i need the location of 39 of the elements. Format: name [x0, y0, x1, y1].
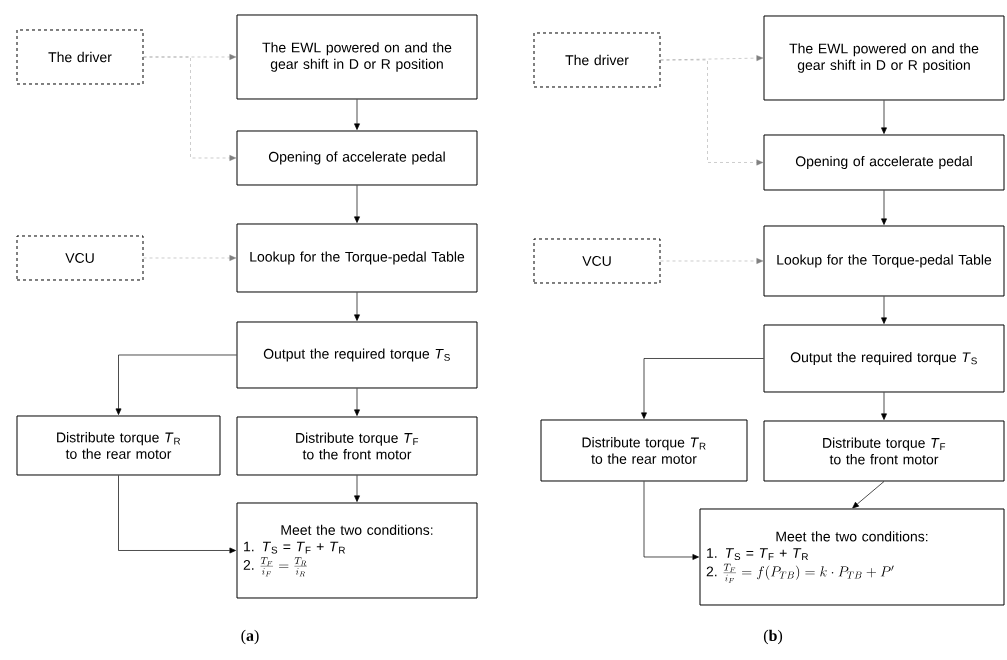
process-box: Opening of accelerate pedal — [763, 134, 1005, 191]
condition-box: Meet the two conditions: 1. T$_{S}$ = T$_{F}$ + T$_{R}$ 2. $\frac{T_F}{i_F} = f(P_{TB}) = k \cdot P_{TB} + P'$ — [699, 508, 1005, 606]
arrow — [881, 190, 887, 225]
process-box: The EWL powered on and the gear shift in D or R position — [763, 15, 1005, 101]
process-box: Distribute torque T$_{F}$ to the front motor — [763, 420, 1005, 482]
process-box: Opening of accelerate pedal — [236, 130, 478, 186]
input-box: VCU — [533, 238, 661, 284]
arrow — [643, 481, 699, 560]
arrow — [852, 481, 885, 509]
condition-box: Meet the two conditions: 1. T$_{S}$ = T$_{F}$ + T$_{R}$ 2. $\frac{T_F}{i_F} = \frac{T_R}{i_R}$ — [236, 502, 478, 599]
panel-label: (b) — [763, 629, 783, 645]
arrow — [660, 59, 764, 166]
input-box: The driver — [16, 29, 144, 85]
panel-label: (a) — [241, 629, 259, 645]
arrow — [118, 475, 236, 554]
arrow — [354, 292, 360, 321]
process-box: Lookup for the Torque-pedal Table — [236, 223, 478, 293]
arrow — [660, 258, 764, 264]
arrow — [354, 475, 360, 502]
arrow — [881, 100, 887, 134]
process-box: Distribute torque T$_{R}$ to the rear motor — [540, 419, 748, 482]
arrow — [115, 354, 237, 415]
input-box: VCU — [16, 235, 144, 281]
arrow — [641, 358, 764, 419]
arrow — [881, 296, 887, 324]
process-box: Distribute torque T$_{F}$ to the front motor — [236, 416, 478, 476]
arrow — [881, 392, 887, 420]
arrow — [143, 56, 237, 161]
process-box: Output the required torque T$_{S}$ — [763, 324, 1005, 393]
arrow — [354, 388, 360, 416]
arrow — [354, 99, 360, 130]
process-box: Lookup for the Torque-pedal Table — [763, 225, 1005, 297]
input-box: The driver — [533, 32, 661, 88]
process-box: Output the required torque T$_{S}$ — [236, 321, 478, 389]
process-box: The EWL powered on and the gear shift in D or R position — [236, 14, 478, 100]
arrow — [660, 55, 764, 62]
arrow — [143, 255, 237, 261]
process-box: Distribute torque T$_{R}$ to the rear motor — [16, 415, 221, 476]
arrow — [354, 185, 360, 223]
